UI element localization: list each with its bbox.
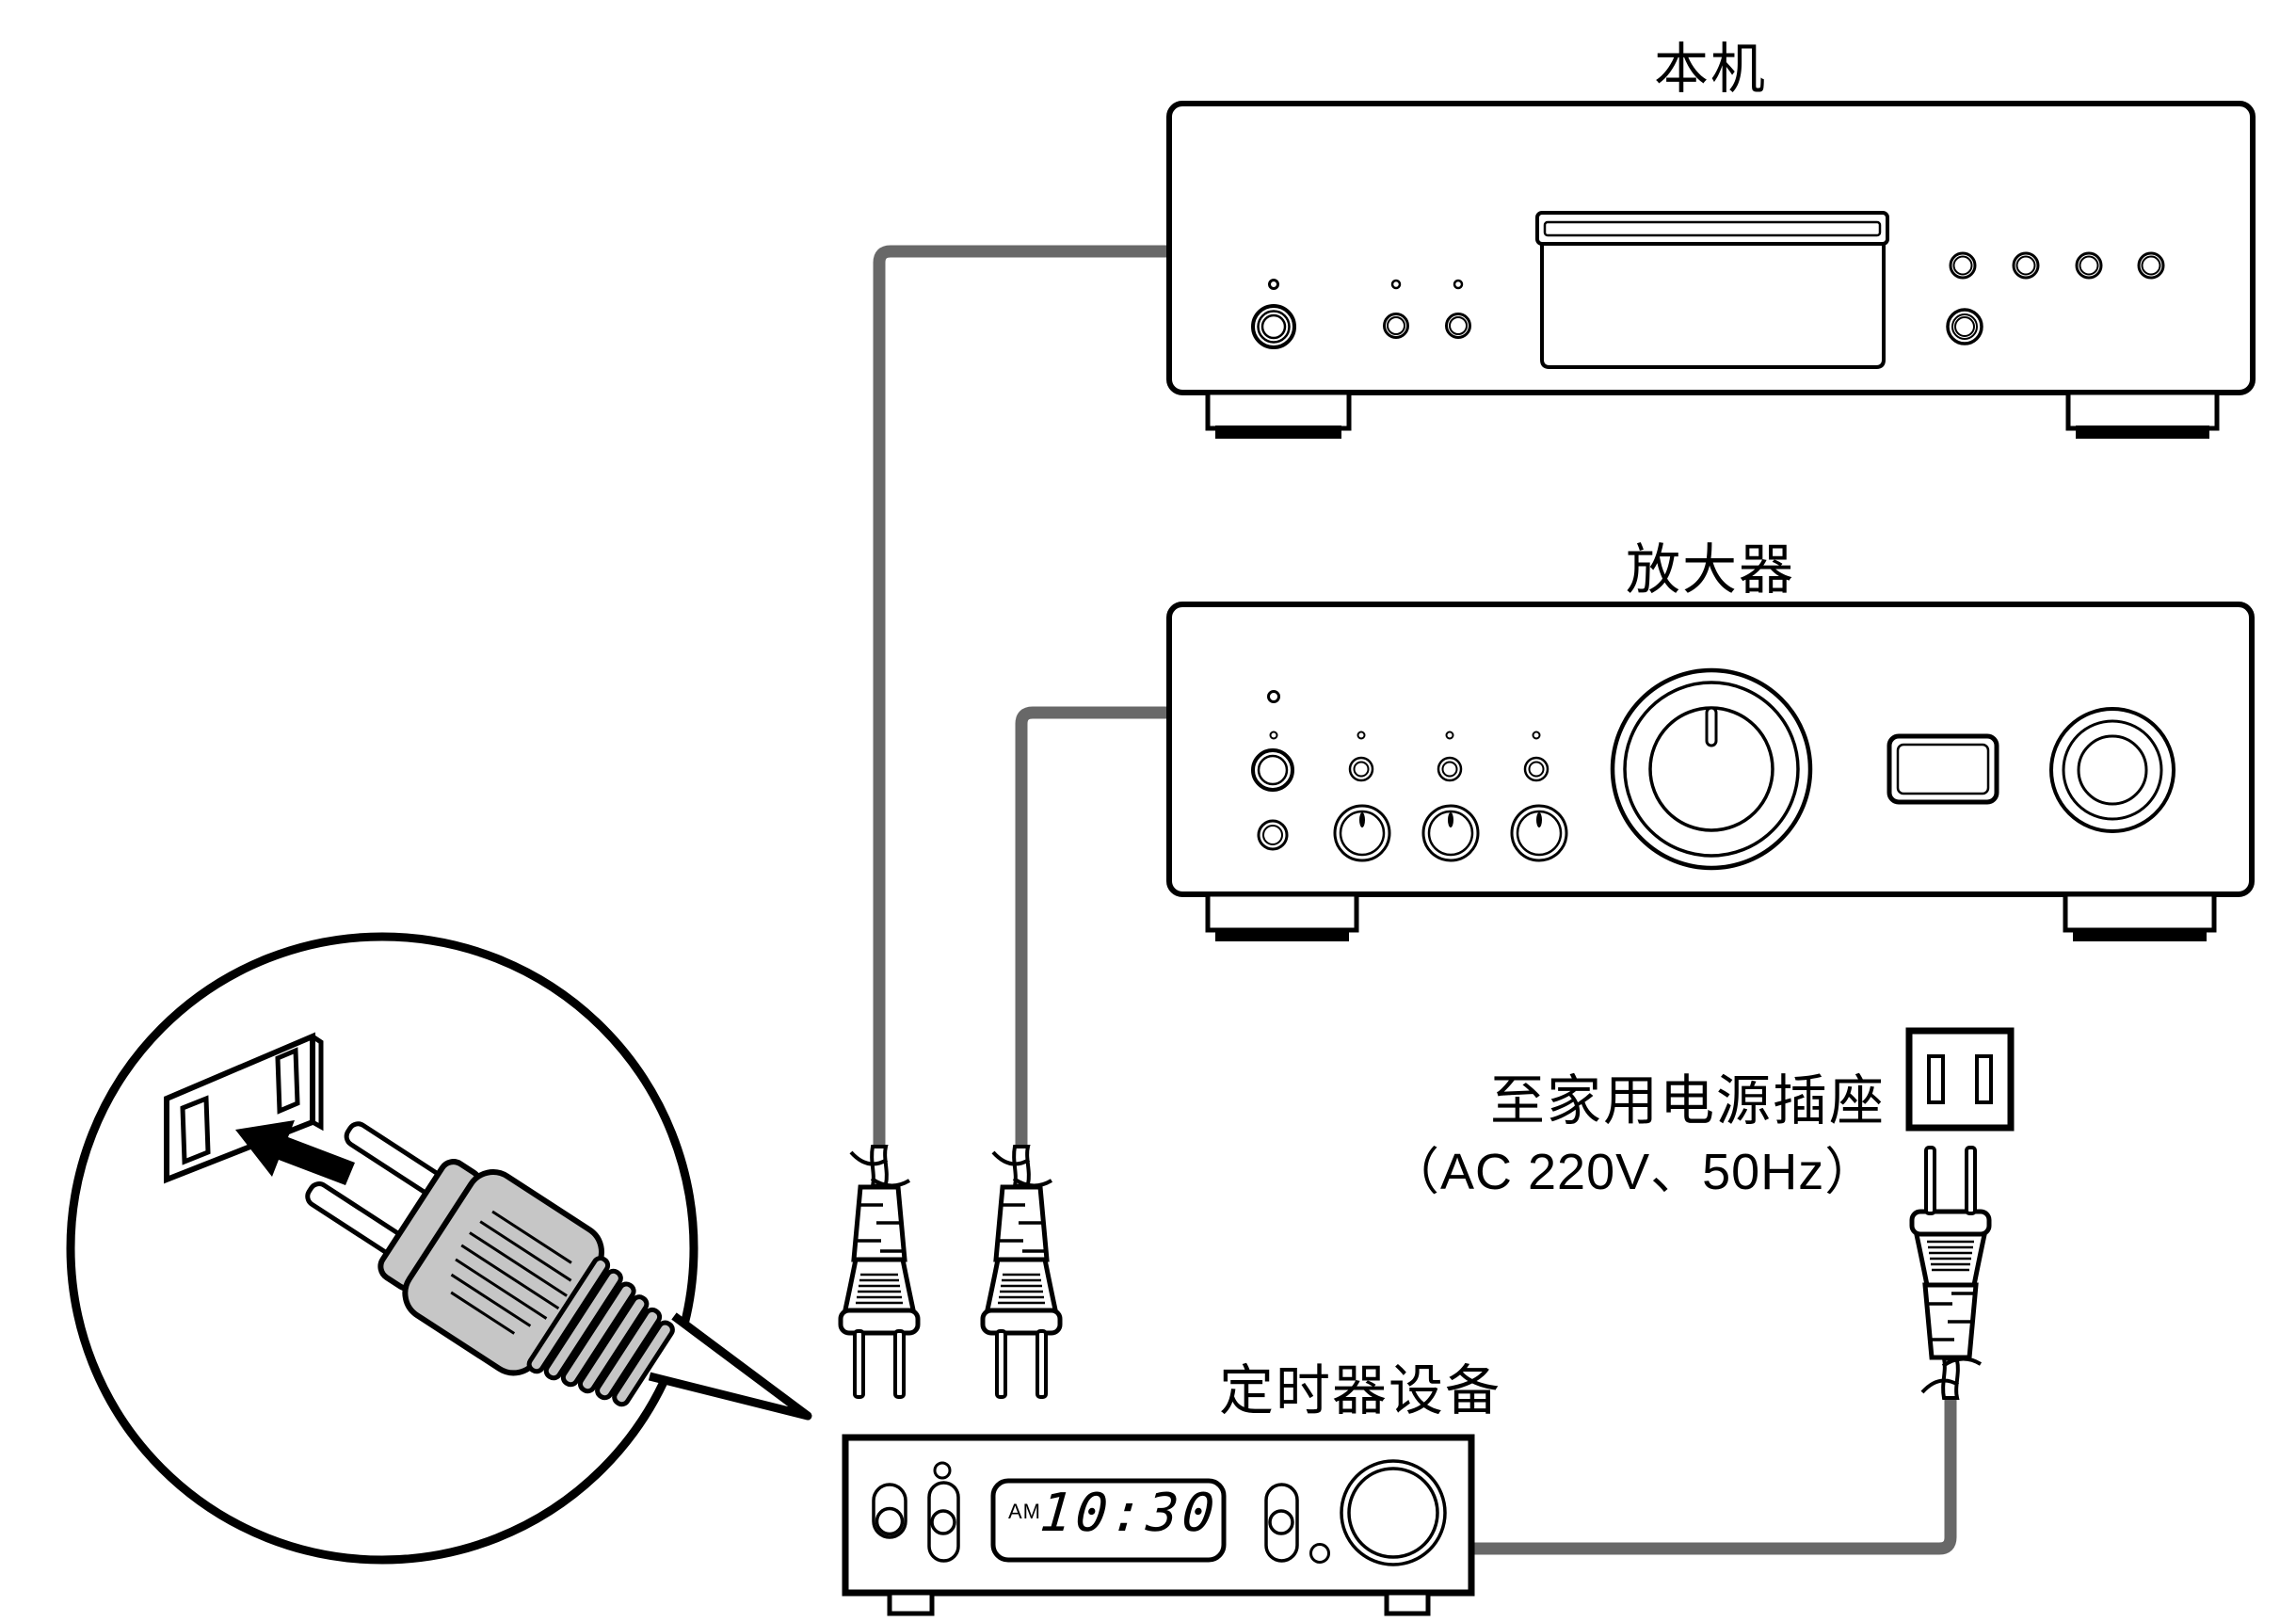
amp-power-button (1251, 748, 1294, 792)
disc-tray (1535, 211, 1889, 369)
amp-selector-knob (2049, 707, 2176, 833)
inset-pointer-tail (648, 1312, 812, 1421)
amp-power-cord (1015, 706, 1169, 1147)
cd-power-led (1268, 279, 1279, 290)
clock-time: 10:30 (1037, 1483, 1221, 1544)
timer-toggle-2 (927, 1461, 960, 1563)
amp-power-led (1267, 690, 1280, 703)
cd-power-cord (873, 245, 1169, 1147)
timer-power-plug (1912, 1148, 1989, 1398)
timer-feet (887, 1590, 1431, 1616)
amp-tone-knobs (1333, 804, 1568, 862)
amp-indicator-dots (1269, 731, 1541, 740)
inset-power-plug (305, 1121, 675, 1407)
outlet-plate (164, 1032, 324, 1184)
cd-player-unit (1166, 101, 2256, 439)
plug-grip-texture (450, 1210, 572, 1335)
timer-small-led (1309, 1543, 1330, 1564)
cd-transport-buttons (1949, 251, 2165, 280)
cd-small-buttons (1383, 279, 1471, 339)
timer-clock-display (990, 1478, 1227, 1563)
cd-play-button (1946, 308, 1983, 345)
timer-knob (1340, 1459, 1447, 1566)
cd-player-label: 本机 (1653, 39, 1767, 100)
clock-meridiem: AM (1008, 1500, 1041, 1523)
volume-knob (1610, 667, 1813, 871)
amp-feet (1205, 891, 2217, 941)
timer-clock-text: AM 10:30 (993, 1481, 1224, 1560)
outlet-label-line2: （AC 220V、50Hz） (1389, 1144, 1877, 1200)
wall-outlet-icon (1905, 1027, 2015, 1132)
amp-power-plug (983, 1147, 1060, 1397)
cd-power-plug (841, 1147, 918, 1397)
amplifier-unit (1166, 602, 2255, 941)
amplifier-label: 放大器 (1625, 539, 1795, 601)
timer-label: 定时器设备 (1218, 1360, 1501, 1421)
cd-feet (1205, 390, 2220, 439)
inset-magnifier-circle (66, 932, 812, 1565)
plug-strain-ribs (526, 1256, 675, 1407)
timer-toggle-3 (1264, 1483, 1299, 1563)
outlet-label-line1: 至家用电源插座 (1489, 1070, 1886, 1132)
amp-display-window (1887, 733, 1999, 805)
timer-device (842, 1434, 1475, 1616)
timer-power-cord (1469, 1393, 1957, 1555)
insertion-arrow-icon (235, 1120, 355, 1185)
amp-small-buttons (1257, 756, 1549, 851)
cd-power-button (1251, 304, 1296, 349)
timer-toggle-1 (872, 1483, 907, 1539)
